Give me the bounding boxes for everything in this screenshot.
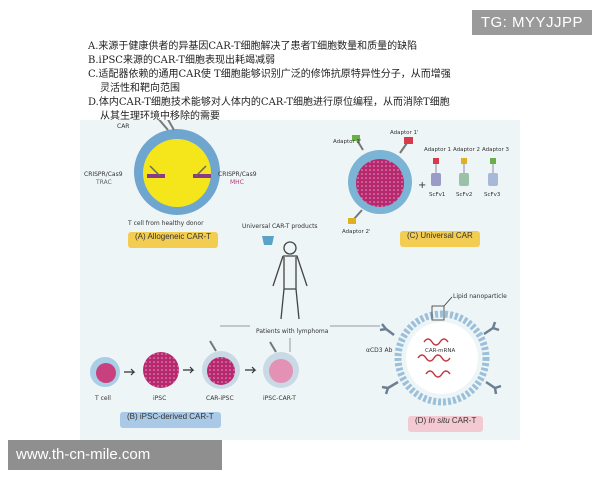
adaptor-3p-label: Adaptor 3' bbox=[333, 139, 362, 145]
adaptor-3-tag-icon bbox=[352, 135, 360, 141]
caption-line-a: A.来源于健康供者的异基因CAR-T细胞解决了患者T细胞数量和质量的缺陷 bbox=[88, 41, 418, 52]
t-cell-label: T cell bbox=[94, 395, 111, 402]
panel-d-label-em: In situ bbox=[428, 416, 450, 425]
panel-c-label: (C) Universal CAR bbox=[400, 231, 480, 247]
scissor-right-icon bbox=[195, 165, 207, 177]
car-t-figure: CAR CRISPR/Cas9 TRAC CRISPR/Cas9 MHC T c… bbox=[80, 120, 520, 440]
healthy-donor-label: T cell from healthy donor bbox=[127, 220, 204, 227]
iv-bag-icon bbox=[262, 236, 274, 245]
caption-line-d-cont: 从其生理环境中移除的需要 bbox=[100, 111, 220, 122]
adaptor-2p-label: Adaptor 2' bbox=[342, 229, 371, 235]
panel-c-diagram: Adaptor 3' Adaptor 1' Adaptor 2' + Adapt… bbox=[333, 130, 510, 235]
watermark-top: TG: MYYJJPP bbox=[471, 10, 592, 35]
scfv-1-icon bbox=[431, 173, 441, 186]
caption-line-c: C.适配器依赖的通用CAR使 T细胞能够识别广泛的修饰抗原特异性分子，从而增强 bbox=[88, 69, 451, 80]
panel-b-label: (B) iPSC-derived CAR-T bbox=[120, 412, 221, 428]
car-label: CAR bbox=[117, 123, 129, 130]
scfv3-label: ScFv3 bbox=[484, 192, 501, 198]
patients-label: Patients with lymphoma bbox=[256, 328, 329, 335]
car-receptor-right-icon bbox=[399, 142, 408, 154]
adaptor-1-tag-icon bbox=[404, 137, 413, 144]
car-receptor-top-icon bbox=[356, 139, 364, 151]
scfv1-label: ScFv1 bbox=[429, 192, 445, 198]
car-receptor-icon bbox=[158, 120, 175, 131]
crispr-left-label: CRISPR/Cas9 bbox=[84, 171, 123, 178]
panel-d-label-suffix: CAR-T bbox=[449, 416, 477, 425]
panel-b-diagram: T cell iPSC CAR-iPSC iPSC-CAR-T bbox=[90, 340, 299, 402]
figure-caption: A.来源于健康供者的异基因CAR-T细胞解决了患者T细胞数量和质量的缺陷 B.i… bbox=[88, 40, 528, 124]
caption-line-c-cont: 灵活性和靶向范围 bbox=[100, 83, 180, 94]
panel-d-label-prefix: (D) bbox=[415, 416, 429, 425]
lipid-nanoparticle-label: Lipid nanoparticle bbox=[453, 293, 507, 300]
caption-line-d: D.体内CAR-T细胞技术能够对人体内的CAR-T细胞进行原位编程，从而消除T细… bbox=[88, 97, 450, 108]
t-cell-nucleus bbox=[143, 139, 211, 207]
adaptor-2-label: Adaptor 2 bbox=[453, 147, 480, 153]
mhc-label: MHC bbox=[230, 179, 244, 186]
car-receptor-bottom-icon bbox=[353, 209, 363, 220]
lipid-nanoparticle-icon bbox=[394, 310, 490, 406]
adaptor-2-tag-icon bbox=[348, 218, 356, 224]
products-label: Universal CAR-T products bbox=[242, 223, 318, 230]
watermark-bottom: www.th-cn-mile.com bbox=[8, 440, 222, 470]
car-mrna-label: CAR-mRNA bbox=[425, 348, 455, 354]
panel-a-label: (A) Allogeneic CAR-T bbox=[128, 232, 219, 248]
human-figure-icon bbox=[272, 241, 308, 320]
center-patient: Universal CAR-T products Patients with l… bbox=[220, 223, 380, 352]
adaptor-3-label: Adaptor 3 bbox=[482, 147, 510, 153]
cd3-antibody-icon bbox=[379, 323, 395, 336]
crispr-right-label: CRISPR/Cas9 bbox=[218, 171, 257, 178]
scfv2-label: ScFv2 bbox=[456, 192, 472, 198]
ipsc-label: iPSC bbox=[153, 395, 166, 402]
panel-a-diagram: CAR CRISPR/Cas9 TRAC CRISPR/Cas9 MHC T c… bbox=[84, 120, 257, 227]
cd3-ab-label: αCD3 Ab bbox=[366, 347, 393, 354]
panel-d-diagram: Lipid nanoparticle αCD3 Ab CAR-mRNA bbox=[366, 293, 507, 406]
car-mrna-icon bbox=[417, 338, 451, 378]
ipsc-car-t-label: iPSC-CAR-T bbox=[263, 395, 296, 402]
scfv-2-icon bbox=[459, 173, 469, 186]
car-ipsc-label: CAR-iPSC bbox=[206, 395, 234, 402]
adaptor-1p-label: Adaptor 1' bbox=[390, 130, 419, 136]
adaptor-1-label: Adaptor 1 bbox=[424, 147, 451, 153]
panel-d-label: (D) In situ CAR-T bbox=[408, 416, 484, 432]
plus-sign: + bbox=[418, 180, 426, 191]
trac-label: TRAC bbox=[95, 179, 112, 186]
figure-svg: CAR CRISPR/Cas9 TRAC CRISPR/Cas9 MHC T c… bbox=[84, 120, 510, 406]
caption-line-b: B.iPSC来源的CAR-T细胞表现出耗竭减弱 bbox=[88, 55, 276, 66]
mhc-gene-mark bbox=[193, 174, 211, 178]
trac-gene-mark bbox=[147, 174, 165, 178]
scfv-3-icon bbox=[488, 173, 498, 186]
scissor-left-icon bbox=[149, 165, 161, 177]
